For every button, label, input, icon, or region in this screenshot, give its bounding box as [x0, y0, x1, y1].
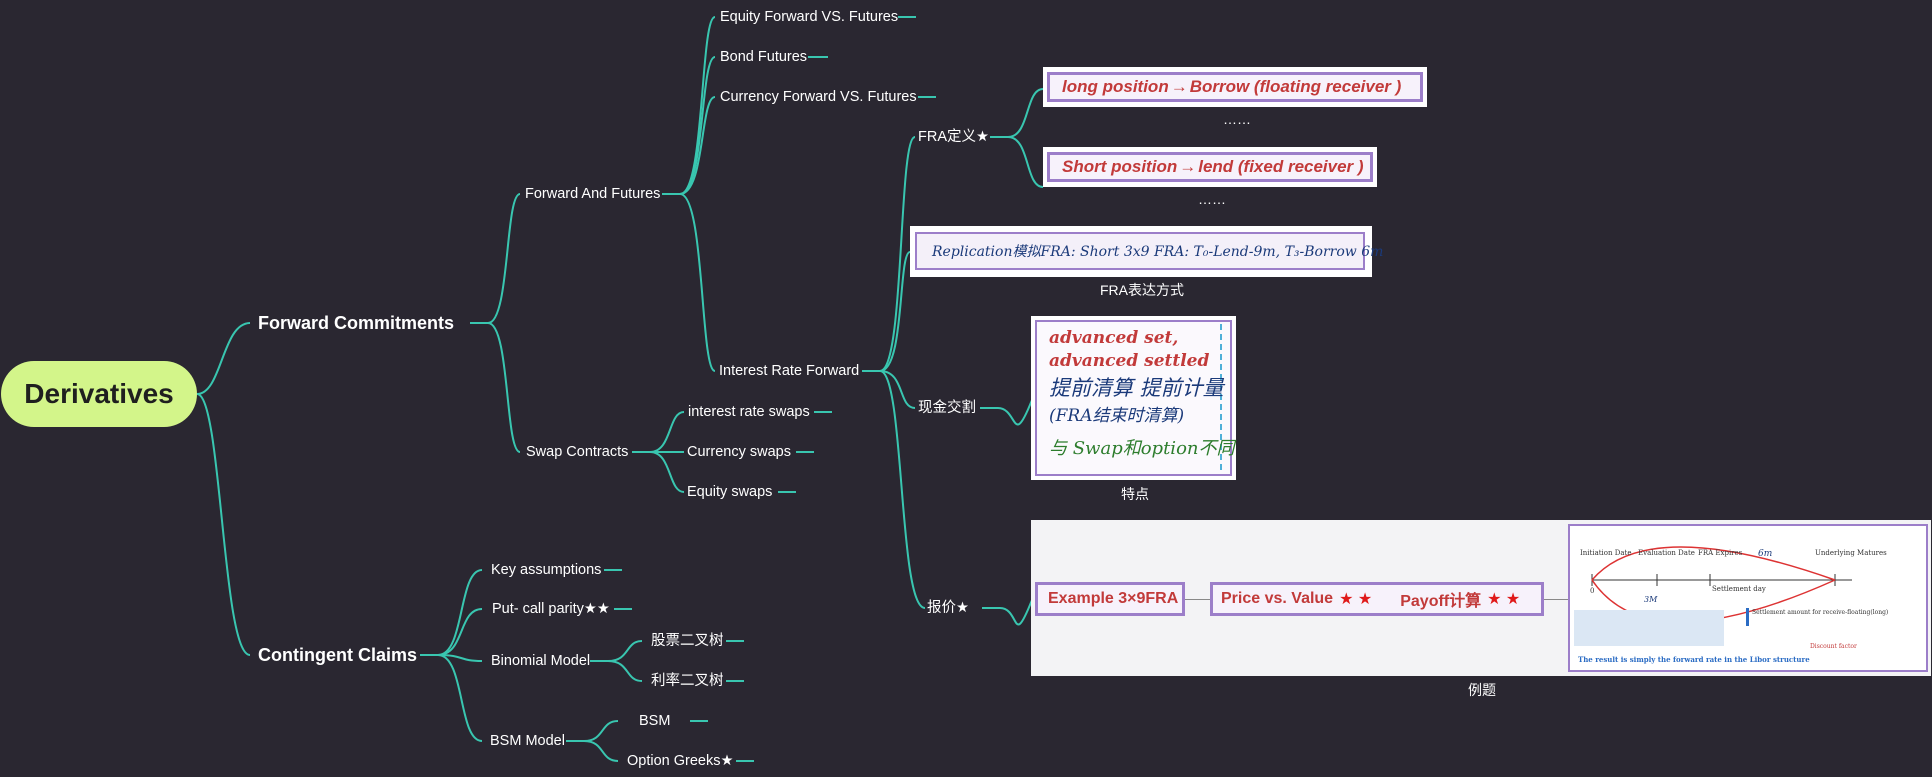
node-rate-binomial-tree[interactable]: 利率二叉树 [651, 673, 724, 689]
link-fc-ff [487, 193, 521, 324]
features-line-4: (FRA结束时清算) [1049, 406, 1185, 426]
timeline-label-evaluation: Evaluation Date [1638, 549, 1695, 557]
node-currency-forward-vs-futures[interactable]: Currency Forward VS. Futures [720, 89, 917, 105]
node-currency-swaps[interactable]: Currency swaps [687, 444, 791, 460]
node-equity-forward-vs-futures[interactable]: Equity Forward VS. Futures [720, 9, 899, 25]
star-icon: ★ ★ [1487, 591, 1521, 608]
node-key-assumptions[interactable]: Key assumptions [491, 562, 602, 578]
replication-frame [915, 232, 1365, 270]
example-pill: Example 3×9FRA [1035, 582, 1185, 616]
features-line-5: 与 Swap和option不同 [1049, 438, 1235, 459]
node-contingent-claims[interactable]: Contingent Claims [258, 645, 418, 665]
node-binomial-model[interactable]: Binomial Model [491, 653, 591, 669]
link-root-cc [196, 393, 251, 656]
arrow-right-icon: → [1179, 157, 1197, 176]
example-caption: 例题 [1468, 682, 1496, 698]
payoff-text: Payoff计算 [1400, 593, 1482, 610]
short-position-text: Short position [1062, 157, 1178, 176]
short-position-rest: lend (fixed receiver ) [1198, 157, 1364, 176]
long-position-text: long position [1062, 77, 1169, 96]
image-long-position[interactable]: long position → Borrow (floating receive… [1043, 67, 1427, 107]
node-forward-commitments[interactable]: Forward Commitments [258, 313, 455, 333]
features-frame [1035, 320, 1232, 476]
short-position-pill: Short position → lend (fixed receiver ) [1047, 152, 1373, 182]
features-line-3: 提前清算 提前计量 [1049, 376, 1224, 400]
node-option-greeks[interactable]: Option Greeks★ [627, 753, 734, 769]
timeline-mark-6m: 6m [1758, 549, 1773, 559]
node-bsm-model[interactable]: BSM Model [490, 733, 565, 749]
image-features[interactable]: advanced set, advanced settled 提前清算 提前计量… [1031, 316, 1236, 480]
timeline-note: Settlement amount for receive-floating(l… [1752, 609, 1889, 616]
image-short-position[interactable]: Short position → lend (fixed receiver ) [1043, 147, 1377, 187]
example-pill-text: Example 3×9FRA [1048, 590, 1179, 607]
image-replication[interactable]: Replication模拟FRA: Short 3x9 FRA: T₀-Lend… [910, 226, 1383, 277]
link-fc-swap [487, 322, 521, 453]
image-example[interactable]: Example 3×9FRA Price vs. Value ★ ★ Payof… [1031, 520, 1931, 676]
timeline-discount: Discount factor [1810, 643, 1857, 650]
long-position-rest: Borrow (floating receiver ) [1189, 77, 1402, 96]
node-equity-swaps[interactable]: Equity swaps [687, 484, 773, 500]
timeline-label-underlying: Underlying Matures [1815, 549, 1887, 557]
node-swap-contracts[interactable]: Swap Contracts [526, 444, 629, 460]
node-stock-binomial-tree[interactable]: 股票二叉树 [651, 633, 724, 649]
timeline-diagram: Initiation Date Evaluation Date FRA Expi… [1568, 524, 1928, 672]
timeline-mark-3m: 3M [1644, 595, 1658, 604]
arrow-right-icon: → [1170, 77, 1188, 96]
node-interest-rate-swaps[interactable]: interest rate swaps [688, 404, 810, 420]
timeline-lines [1574, 546, 1852, 646]
timeline-label-initiation: Initiation Date [1580, 549, 1632, 557]
price-value-pill: Price vs. Value ★ ★ Payoff计算 ★ ★ [1210, 582, 1544, 616]
features-line-1: advanced set, [1049, 328, 1179, 348]
long-position-pill: long position → Borrow (floating receive… [1047, 72, 1423, 102]
node-quotation[interactable]: 报价★ [927, 600, 969, 616]
replication-caption: FRA表达方式 [1100, 282, 1184, 298]
timeline-mark-0: 0 [1590, 587, 1595, 595]
node-bsm[interactable]: BSM [639, 713, 671, 729]
short-position-caption: …… [1198, 191, 1226, 207]
node-forward-and-futures[interactable]: Forward And Futures [525, 186, 661, 202]
long-position-caption: …… [1223, 111, 1251, 127]
replication-text: Replication模拟FRA: Short 3x9 FRA: T₀-Lend… [932, 244, 1384, 260]
features-caption: 特点 [1121, 486, 1149, 502]
link-root-fc [196, 322, 251, 395]
timeline-settlement-day: Settlement day [1712, 585, 1766, 593]
features-line-2: advanced settled [1049, 351, 1210, 371]
node-interest-rate-forward[interactable]: Interest Rate Forward [719, 363, 860, 379]
node-cash-settlement[interactable]: 现金交割 [918, 400, 976, 416]
node-put-call-parity[interactable]: Put- call parity★★ [492, 601, 610, 617]
example-connector-2 [1544, 599, 1572, 600]
timeline-label-fra-expires: FRA Expires [1698, 549, 1743, 557]
features-dashed-line [1220, 324, 1222, 470]
timeline-result: The result is simply the forward rate in… [1578, 655, 1810, 664]
example-connector-1 [1185, 599, 1215, 600]
price-value-text: Price vs. Value [1221, 590, 1334, 607]
node-bond-futures[interactable]: Bond Futures [720, 49, 808, 65]
star-icon: ★ ★ [1339, 591, 1373, 608]
node-fra-definition[interactable]: FRA定义★ [918, 129, 989, 145]
root-node[interactable]: Derivatives [1, 361, 197, 427]
